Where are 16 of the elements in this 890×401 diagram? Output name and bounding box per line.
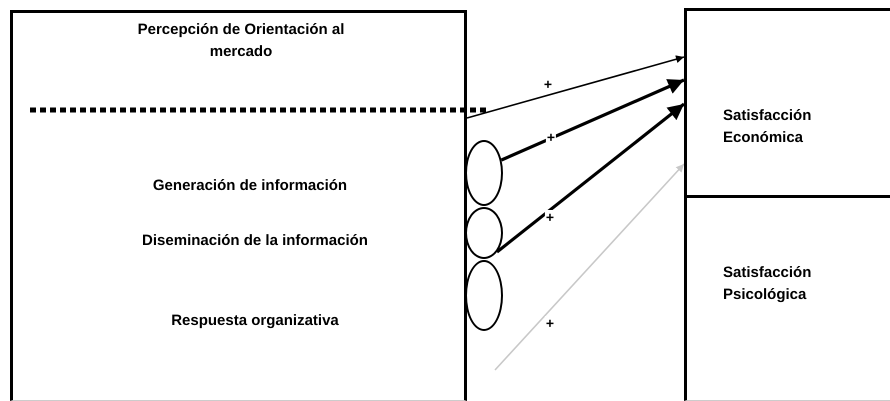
edge-label: + bbox=[544, 316, 556, 330]
box-heading: Satisfacción Económica bbox=[723, 106, 812, 148]
arrow bbox=[466, 55, 684, 119]
dimension-label: Generación de información bbox=[152, 177, 348, 194]
concept-box bbox=[684, 195, 890, 401]
box-heading: Percepción de Orientación al mercado bbox=[136, 20, 346, 62]
arrow bbox=[496, 102, 685, 254]
dimension-label: Respuesta organizativa bbox=[171, 312, 339, 329]
edge-label: + bbox=[544, 210, 556, 224]
dimension-label: Diseminación de la información bbox=[142, 232, 368, 249]
arrow bbox=[494, 163, 685, 371]
concept-box bbox=[10, 10, 467, 401]
ellipse-shape bbox=[465, 207, 503, 259]
concept-box bbox=[684, 8, 890, 197]
arrow bbox=[500, 78, 685, 162]
box-heading: Satisfacción Psicológica bbox=[723, 263, 812, 305]
